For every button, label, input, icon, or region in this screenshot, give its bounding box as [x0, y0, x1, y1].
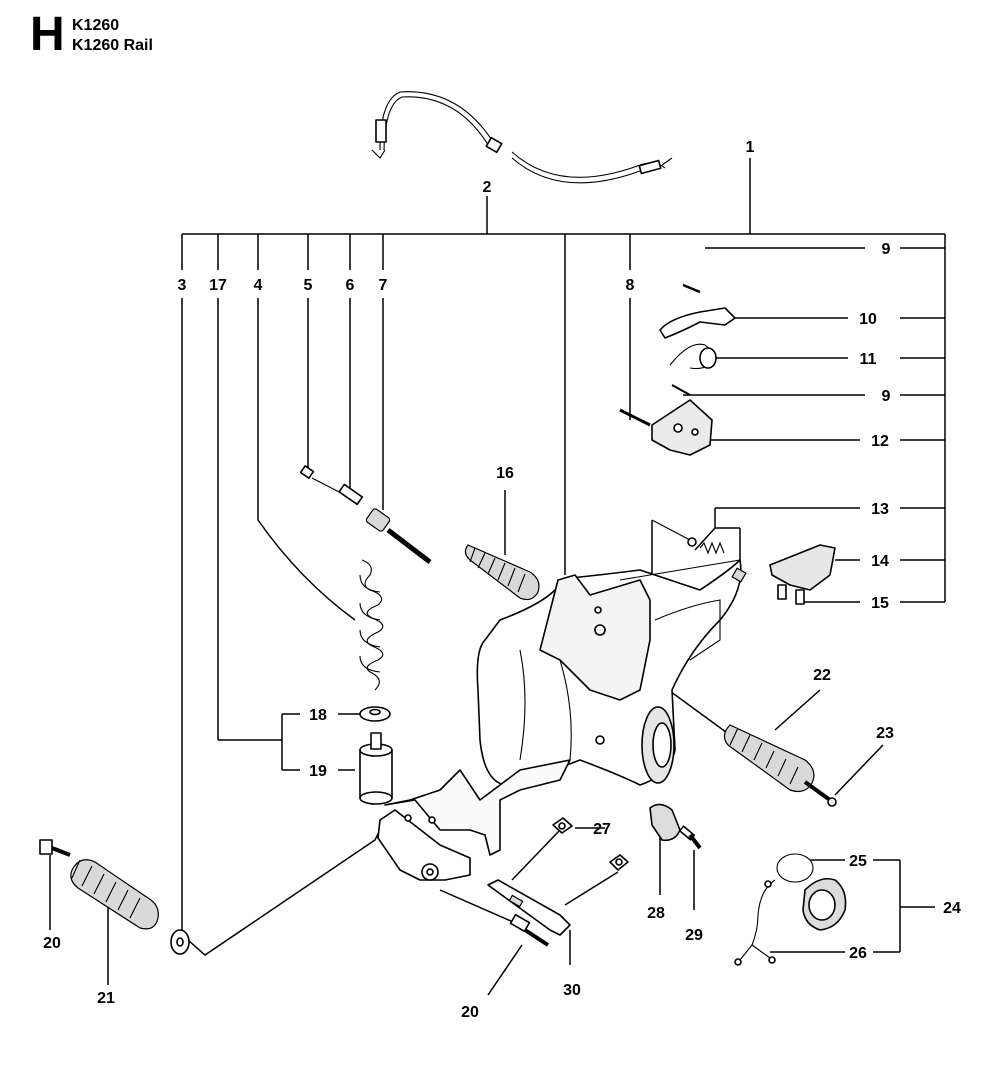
callout-26: 26: [849, 945, 867, 962]
main-housing: [476, 559, 742, 787]
mounting-plate: [769, 544, 836, 605]
throttle-cable: [371, 91, 673, 184]
callout-20-left: 20: [43, 935, 61, 952]
callout-23: 23: [876, 725, 894, 742]
fuel-cap-assembly: [734, 853, 847, 966]
callout-3: 3: [178, 277, 187, 294]
callout-labels: 1 2 3 17 4 5 6 7 8 9 10 11 9 12 13 14 15…: [43, 139, 961, 1021]
callout-25: 25: [849, 853, 867, 870]
rubber-bellow-top: [464, 544, 540, 601]
rubber-bellow-right: [723, 724, 815, 793]
callout-8: 8: [626, 277, 635, 294]
callout-15: 15: [871, 595, 889, 612]
bolt-left: [39, 839, 71, 857]
section-letter: H: [30, 8, 65, 61]
model-variant-title: K1260 Rail: [72, 37, 153, 54]
trigger-lockout-group: [619, 283, 736, 456]
callout-6: 6: [346, 277, 355, 294]
callout-9-top: 9: [882, 241, 891, 258]
callout-12: 12: [871, 433, 889, 450]
throttle-rod-assembly: [299, 465, 432, 564]
callout-1: 1: [746, 139, 755, 156]
callout-18: 18: [309, 707, 327, 724]
spring-wire: [359, 559, 384, 691]
callout-13: 13: [871, 501, 889, 518]
callout-2: 2: [483, 179, 492, 196]
callout-11: 11: [860, 351, 877, 368]
callout-16: 16: [496, 465, 514, 482]
handle-bracket: [377, 759, 571, 881]
callout-24: 24: [943, 900, 961, 917]
callout-17: 17: [209, 277, 227, 294]
callout-9-mid: 9: [882, 388, 891, 405]
washer-left: [170, 929, 190, 955]
rubber-bellow-left: [70, 859, 159, 930]
model-title: K1260: [72, 17, 119, 34]
callout-27: 27: [593, 821, 611, 838]
callout-7: 7: [379, 277, 388, 294]
lower-hardware: [487, 803, 702, 936]
callout-22: 22: [813, 667, 831, 684]
callout-20-lower: 20: [461, 1004, 479, 1021]
bolt-right: [803, 780, 837, 807]
diagram-header: H K1260 K1260 Rail: [30, 8, 153, 61]
callout-4: 4: [254, 277, 263, 294]
callout-21: 21: [97, 990, 115, 1007]
callout-29: 29: [685, 927, 703, 944]
callout-28: 28: [647, 905, 665, 922]
callout-30: 30: [563, 982, 581, 999]
washer: [359, 706, 391, 722]
callout-5: 5: [304, 277, 313, 294]
rubber-buffer-small: [359, 732, 393, 805]
bolt-lower: [509, 913, 550, 947]
callout-10: 10: [859, 311, 877, 328]
callout-14: 14: [871, 553, 889, 570]
pin-spring: [651, 519, 747, 583]
callout-19: 19: [309, 763, 327, 780]
